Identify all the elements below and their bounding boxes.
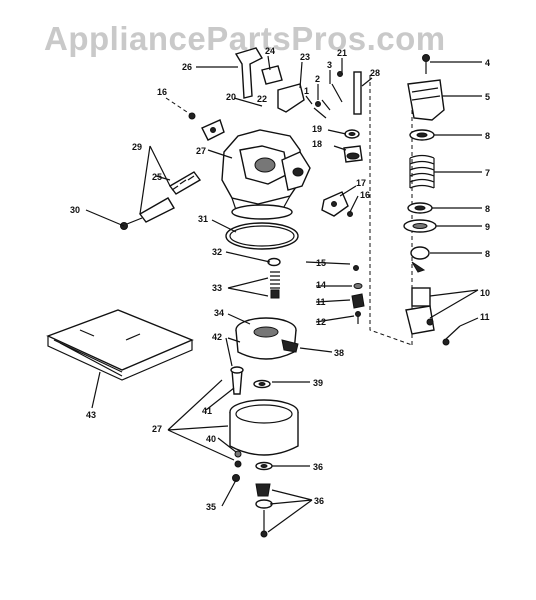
label-19: 19 — [312, 124, 322, 134]
part-stack-39 — [255, 483, 273, 538]
label-43: 43 — [86, 410, 96, 420]
carburetor-body-assembly — [85, 47, 373, 230]
label-42: 42 — [212, 332, 222, 342]
label-25: 25 — [152, 172, 162, 182]
label-16: 16 — [360, 190, 370, 200]
label-28: 28 — [370, 68, 380, 78]
label-8: 8 — [485, 204, 490, 214]
label-30: 30 — [70, 205, 80, 215]
part-cap-5 — [407, 79, 445, 121]
label-21: 21 — [337, 48, 347, 58]
part-screw-30 — [120, 217, 143, 230]
part-adjusting-screws-29 — [138, 171, 202, 223]
label-26: 26 — [182, 62, 192, 72]
label-4: 4 — [485, 58, 490, 68]
label-7: 7 — [485, 168, 490, 178]
part-float-27 — [229, 399, 299, 456]
label-31: 31 — [198, 214, 208, 224]
label-3: 3 — [327, 60, 332, 70]
part-jet-33 — [270, 271, 280, 299]
label-35: 35 — [206, 502, 216, 512]
label-32: 32 — [212, 247, 222, 257]
label-29: 29 — [132, 142, 142, 152]
label-11: 11 — [316, 297, 326, 307]
label-23: 23 — [300, 52, 310, 62]
part-washer-8c — [410, 246, 430, 260]
part-bowl-34 — [235, 317, 299, 360]
part-screw-11 — [442, 325, 461, 346]
label-41: 41 — [202, 406, 212, 416]
label-36: 36 — [313, 462, 323, 472]
label-8: 8 — [485, 249, 490, 259]
label-11: 11 — [480, 312, 490, 322]
part-screw-4 — [422, 54, 430, 74]
label-36: 36 — [314, 496, 324, 506]
label-33: 33 — [212, 283, 222, 293]
label-15: 15 — [316, 258, 326, 268]
label-8: 8 — [485, 131, 490, 141]
label-9: 9 — [485, 222, 490, 232]
label-40: 40 — [206, 434, 216, 444]
label-27: 27 — [196, 146, 206, 156]
label-38: 38 — [334, 348, 344, 358]
label-5: 5 — [485, 92, 490, 102]
label-20: 20 — [226, 92, 236, 102]
label-34: 34 — [214, 308, 224, 318]
part-valve-10 — [405, 287, 435, 335]
label-14: 14 — [316, 280, 326, 290]
middle-assembly — [211, 219, 365, 360]
label-16: 16 — [157, 87, 167, 97]
label-10: 10 — [480, 288, 490, 298]
part-manual-43 — [46, 309, 194, 409]
label-27: 27 — [152, 424, 162, 434]
part-screw-16 — [165, 97, 196, 120]
part-gasket-31 — [225, 222, 299, 250]
label-1: 1 — [304, 86, 309, 96]
part-spring-7 — [409, 154, 435, 189]
part-gasket-20 — [201, 119, 225, 141]
part-lever-26 — [234, 47, 263, 99]
lower-assembly — [46, 309, 313, 538]
right-column-assembly — [369, 54, 482, 346]
part-number-labels: 4 5 8 7 8 9 8 10 11 26 24 23 21 3 2 1 28… — [70, 46, 490, 512]
label-39: 39 — [313, 378, 323, 388]
part-body-27 — [221, 129, 311, 220]
label-17: 17 — [356, 178, 366, 188]
label-24: 24 — [265, 46, 275, 56]
label-12: 12 — [316, 317, 326, 327]
label-22: 22 — [257, 94, 267, 104]
label-18: 18 — [312, 139, 322, 149]
label-2: 2 — [315, 74, 320, 84]
